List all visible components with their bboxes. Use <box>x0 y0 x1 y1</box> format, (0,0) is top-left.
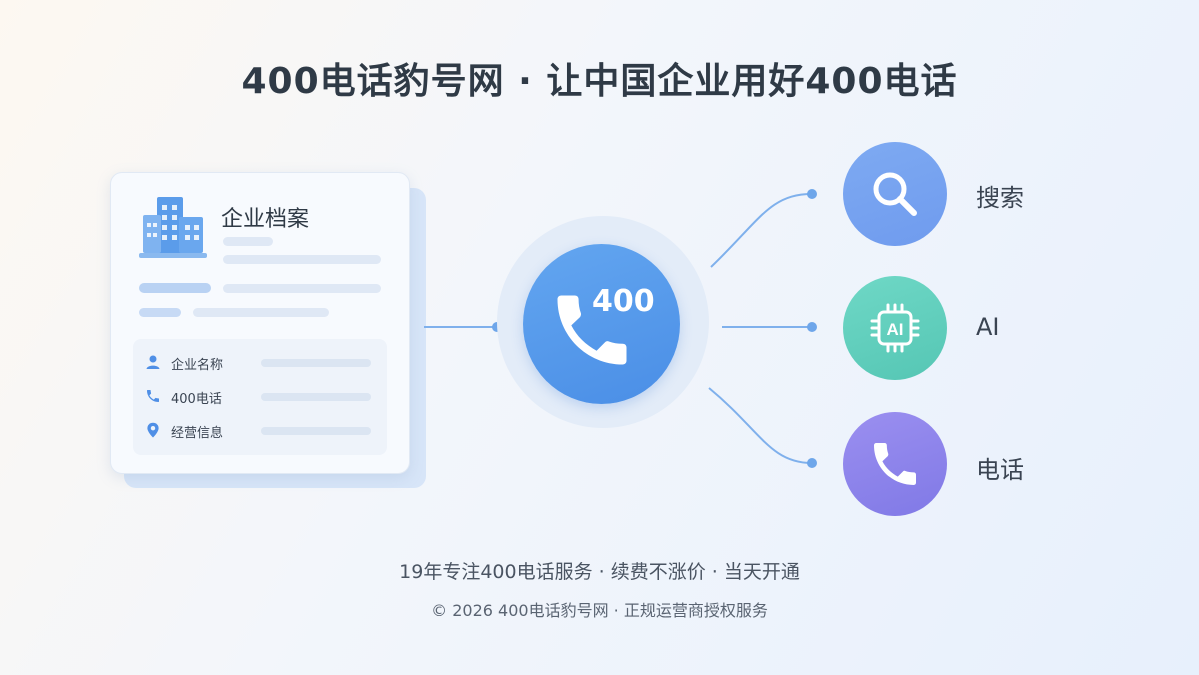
placeholder-line <box>261 393 371 401</box>
info-label: 企业名称 <box>171 358 224 373</box>
info-row-company-name: 企业名称 <box>145 353 375 373</box>
phone-node <box>843 412 947 516</box>
ai-node: AI <box>843 276 947 380</box>
hub-number: 400 <box>592 284 655 319</box>
enterprise-profile-card: 企业档案 企业名称 400电话 经营信息 <box>110 172 410 474</box>
hub-400 <box>523 244 680 404</box>
ai-chip-text: AI <box>887 320 904 339</box>
card-heading: 企业档案 <box>221 207 310 232</box>
info-list: 企业名称 400电话 经营信息 <box>133 339 387 455</box>
person-icon <box>146 355 160 369</box>
location-pin-icon <box>147 422 159 438</box>
placeholder-line <box>261 359 371 367</box>
search-node <box>843 142 947 246</box>
phone-icon <box>557 295 627 365</box>
info-row-business-info: 经营信息 <box>145 421 375 441</box>
ai-chip-icon: AI <box>870 303 920 353</box>
placeholder-line <box>261 427 371 435</box>
magnifier-icon <box>873 172 917 216</box>
placeholder-line <box>223 237 273 246</box>
info-label: 400电话 <box>171 392 222 407</box>
copyright: © 2026 400电话豹号网 · 正规运营商授权服务 <box>431 601 768 620</box>
placeholder-line <box>193 308 329 317</box>
info-row-400-phone: 400电话 <box>145 387 375 407</box>
info-label: 经营信息 <box>171 426 224 441</box>
search-label: 搜索 <box>976 184 1024 212</box>
placeholder-line <box>223 255 381 264</box>
placeholder-line <box>223 284 381 293</box>
phone-icon <box>147 390 159 402</box>
building-icon <box>139 197 207 258</box>
tagline: 19年专注400电话服务 · 续费不涨价 · 当天开通 <box>399 561 800 583</box>
ai-label: AI <box>976 313 1000 341</box>
page-title: 400电话豹号网 · 让中国企业用好400电话 <box>241 61 958 102</box>
placeholder-line <box>139 308 181 317</box>
phone-icon <box>874 443 916 485</box>
phone-label: 电话 <box>976 456 1024 484</box>
placeholder-line <box>139 283 211 293</box>
